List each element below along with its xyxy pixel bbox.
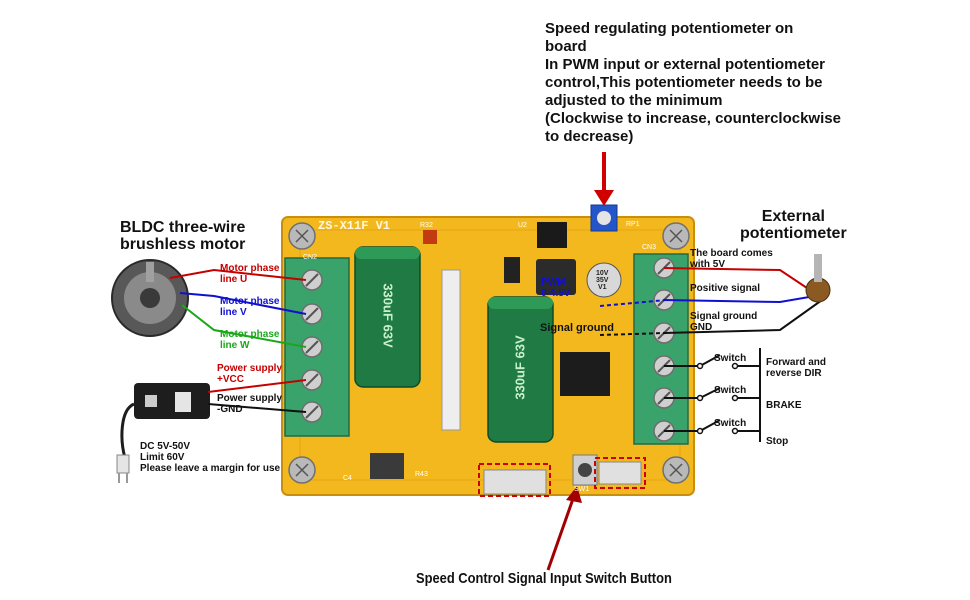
- motor-title-line: brushless motor: [120, 236, 246, 253]
- top-annotation: Speed regulating potentiometer on board …: [545, 20, 841, 146]
- inductor: [536, 259, 576, 295]
- signal-ground-label: Signal ground: [540, 322, 614, 334]
- function-dir: Forward and reverse DIR: [766, 357, 826, 379]
- switch-header-highlight: [594, 457, 646, 489]
- board-ref-cn3: CN3: [642, 244, 657, 251]
- top-annotation-line: board: [545, 38, 587, 55]
- label-line: Power supply: [217, 393, 283, 404]
- board-ref-c4: C4: [343, 475, 352, 482]
- motor-title-line: BLDC three-wire: [120, 219, 246, 236]
- label-line: Motor phase: [220, 263, 280, 274]
- board-ref-u2: U2: [518, 222, 527, 229]
- label-motor-phase-w: Motor phase line W: [220, 329, 279, 351]
- pwm-line: 0-4.5V: [541, 288, 571, 299]
- small-cap-text: 10V 35V V1: [596, 270, 608, 291]
- label-signal-ground: Signal ground GND: [690, 311, 757, 333]
- label-motor-phase-u: Motor phase line U: [220, 263, 279, 285]
- label-line: line U: [220, 274, 248, 285]
- capacitor-left: [354, 246, 421, 388]
- bottom-header: [483, 469, 547, 495]
- switch-label-brake: Switch: [714, 385, 747, 396]
- top-annotation-line: control,This potentiometer needs to be: [545, 74, 823, 91]
- function-line: reverse DIR: [766, 368, 822, 379]
- board-ref-r32: R32: [420, 222, 433, 229]
- pwm-label: PWM 0-4.5V: [541, 277, 570, 299]
- power-line: Limit 60V: [140, 452, 185, 463]
- board-ref-r43: R43: [415, 471, 428, 478]
- capacitor-left-text: 330uF 63V: [380, 283, 396, 348]
- label-line: Motor phase: [220, 296, 280, 307]
- label-line: -GND: [217, 404, 243, 415]
- function-stop: Stop: [766, 436, 789, 447]
- title-line: External: [761, 208, 825, 225]
- label-line: Motor phase: [220, 329, 280, 340]
- bottom-annotation: Speed Control Signal Input Switch Button: [416, 570, 672, 587]
- top-arrow: [594, 152, 614, 206]
- label-line: with 5V: [690, 259, 726, 270]
- function-line: Forward and: [766, 357, 827, 368]
- left-terminal-block: [284, 257, 350, 437]
- function-brake: BRAKE: [766, 400, 802, 411]
- top-annotation-line: Speed regulating potentiometer on: [545, 20, 794, 37]
- motor-title: BLDC three-wire brushless motor: [120, 219, 245, 253]
- label-line: line V: [220, 307, 247, 318]
- label-line: +VCC: [217, 374, 244, 385]
- top-annotation-line: In PWM input or external potentiometer: [545, 56, 826, 73]
- label-line: line W: [220, 340, 250, 351]
- label-power-vcc: Power supply +VCC: [217, 363, 282, 385]
- board-model: ZS-X11F V1: [318, 219, 391, 233]
- top-annotation-line: (Clockwise to increase, counterclockwise: [545, 110, 841, 127]
- label-power-gnd: Power supply -GND: [217, 393, 282, 415]
- power-line: Please leave a margin for use: [140, 463, 281, 474]
- top-annotation-line: adjusted to the minimum: [545, 92, 723, 109]
- switch-label-dir: Switch: [714, 353, 747, 364]
- shunt-resistor: [441, 269, 461, 431]
- external-potentiometer-image: [805, 254, 831, 303]
- power-spec: DC 5V-50V Limit 60V Please leave a margi…: [140, 441, 280, 474]
- switch-label-stop: Switch: [714, 418, 747, 429]
- board-ref-rp1: RP1: [626, 221, 640, 228]
- cap-line: 10V: [596, 270, 609, 277]
- right-terminal-block: [633, 253, 689, 445]
- small-capacitor: [586, 262, 622, 298]
- label-line: GND: [690, 322, 713, 333]
- motor-image: [111, 259, 189, 337]
- cap-line: V1: [597, 284, 607, 291]
- top-annotation-line: to decrease): [545, 128, 634, 145]
- label-board-5v: The board comes with 5V: [690, 248, 773, 270]
- inductor-small: [370, 453, 404, 479]
- right-wires: [599, 267, 823, 336]
- capacitor-right-text: 330uF 63V: [512, 335, 528, 400]
- label-line: Signal ground: [690, 311, 758, 322]
- board-ref-sw1: SW1: [574, 486, 590, 493]
- power-line: DC 5V-50V: [140, 441, 191, 452]
- power-adapter: [116, 383, 210, 483]
- label-line: Power supply: [217, 363, 283, 374]
- driver-ic: [560, 352, 610, 396]
- title-line: potentiometer: [740, 225, 847, 242]
- signal-header-highlight: [478, 463, 551, 497]
- label-positive-signal: Positive signal: [690, 283, 760, 294]
- cap-line: 35V: [596, 277, 609, 284]
- label-line: Positive signal: [690, 283, 761, 294]
- ic-u2: [537, 222, 567, 248]
- bottom-arrow: [546, 486, 582, 571]
- external-pot-title: External potentiometer: [740, 208, 847, 242]
- capacitor-right: [487, 296, 554, 443]
- label-line: The board comes: [690, 248, 773, 259]
- label-motor-phase-v: Motor phase line V: [220, 296, 279, 318]
- pwm-line: PWM: [541, 277, 566, 288]
- left-wires: [169, 268, 307, 413]
- board-ref-cn2: CN2: [303, 254, 318, 261]
